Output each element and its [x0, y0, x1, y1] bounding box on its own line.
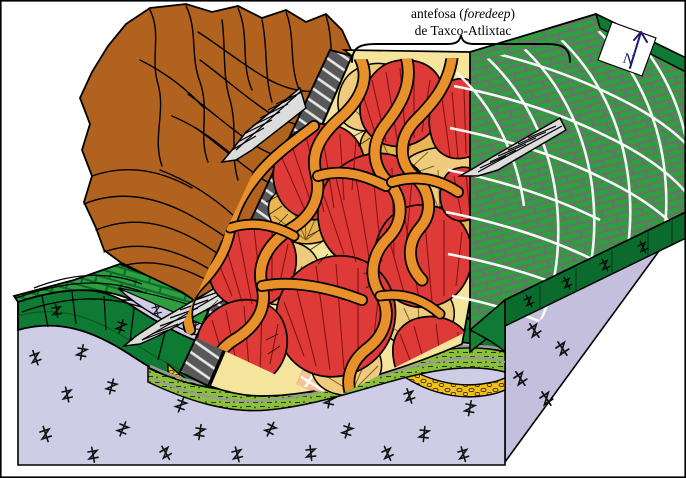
- thrust-transport-arrow-right: [457, 116, 567, 177]
- basin-label-italic: foredeep: [464, 6, 511, 21]
- basin-label-line1: antefosa (foredeep): [411, 6, 515, 21]
- fluvial-channels: [181, 58, 464, 399]
- right-folded-green-band: [468, 211, 686, 354]
- thrust-transport-arrow-upper: [220, 86, 307, 164]
- north-arrow-letter: N: [621, 51, 636, 70]
- north-arrow: N: [597, 21, 657, 77]
- foredeep-bracket: [351, 34, 571, 63]
- basin-label-post: ): [511, 6, 516, 21]
- basin-label-line2: de Taxco-Atlixtac: [415, 23, 512, 38]
- basin-label-pre: antefosa (: [411, 6, 464, 21]
